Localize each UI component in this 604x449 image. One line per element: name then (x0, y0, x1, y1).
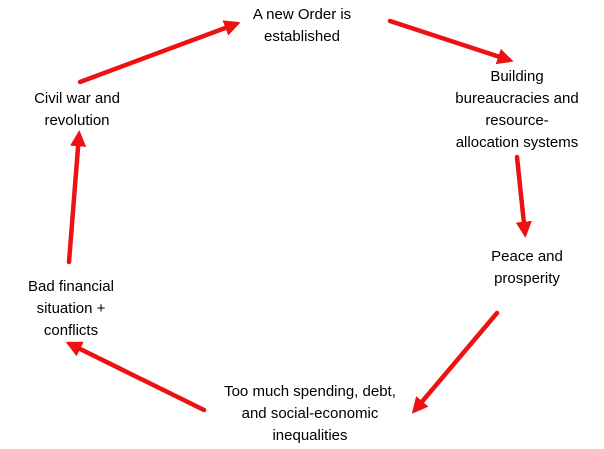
node-financial-situation-line-2: situation + (36, 300, 106, 317)
node-spending-debt: Too much spending, debt, and social-econ… (190, 381, 430, 447)
node-peace-prosperity-line-1: Peace and (491, 248, 563, 265)
node-financial-situation: Bad financial situation + conflicts (0, 276, 142, 342)
node-bureaucracies-line-2: bureaucracies and (455, 90, 579, 107)
node-bureaucracies: Building bureaucracies and resource- all… (432, 66, 602, 154)
arrow-peace-to-spending (411, 310, 500, 414)
arrow-order-to-bureaucracies (387, 18, 514, 65)
arrow-bureaucracies-to-peace (514, 154, 532, 238)
node-financial-situation-line-1: Bad financial (28, 278, 114, 295)
node-spending-debt-line-3: inequalities (272, 427, 348, 444)
arrow-financial-to-civilwar (66, 130, 87, 265)
node-bureaucracies-line-3: resource- (485, 112, 549, 129)
arrow-spending-to-financial (65, 341, 207, 413)
arrow-civilwar-to-order (77, 20, 241, 85)
node-civil-war: Civil war and revolution (4, 88, 150, 132)
node-spending-debt-line-2: and social-economic (241, 405, 379, 422)
node-bureaucracies-line-4: allocation systems (455, 134, 579, 151)
node-new-order: A new Order is established (202, 4, 402, 48)
node-civil-war-line-1: Civil war and (34, 90, 120, 107)
node-new-order-line-1: A new Order is (252, 6, 352, 23)
node-new-order-line-2: established (264, 28, 340, 45)
node-financial-situation-line-3: conflicts (43, 322, 99, 339)
node-peace-prosperity: Peace and prosperity (452, 246, 602, 290)
node-bureaucracies-line-1: Building (490, 68, 544, 85)
node-peace-prosperity-line-2: prosperity (494, 270, 560, 287)
node-civil-war-line-2: revolution (44, 112, 110, 129)
node-spending-debt-line-1: Too much spending, debt, (224, 383, 396, 400)
